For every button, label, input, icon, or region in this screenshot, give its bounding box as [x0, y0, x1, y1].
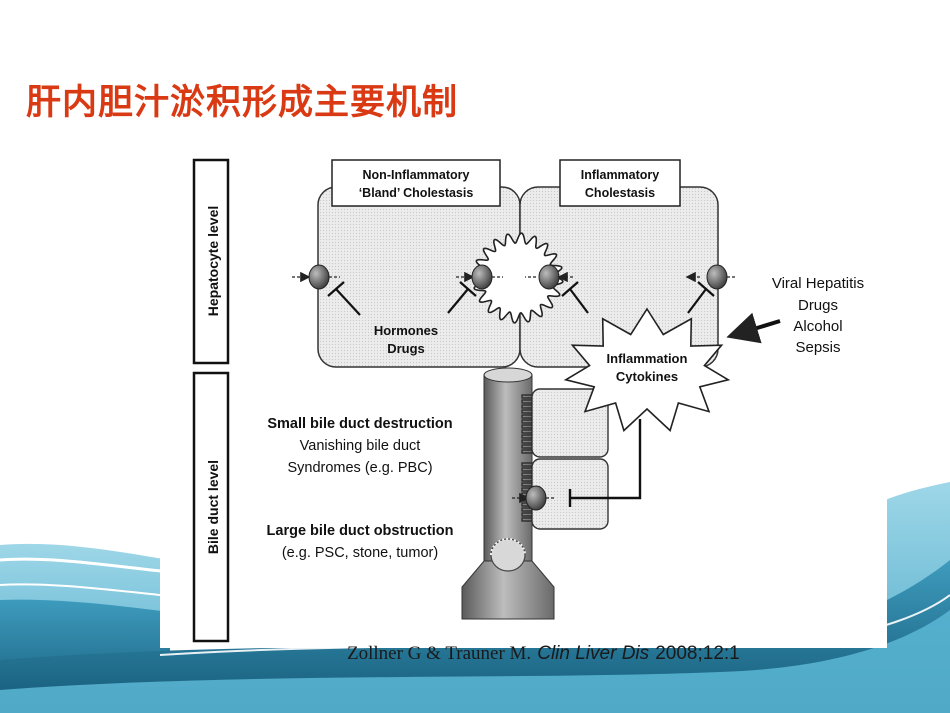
cause-4: Sepsis: [795, 339, 840, 356]
causes-list: Viral Hepatitis Drugs Alcohol Sepsis: [772, 275, 864, 356]
slide-title: 肝内胆汁淤积形成主要机制: [26, 83, 459, 123]
inflammatory-line1: Inflammatory: [581, 168, 660, 182]
non-inflammatory-line2: ‘Bland’ Cholestasis: [359, 186, 474, 200]
transporter-5: [525, 485, 547, 511]
citation: Zollner G & Trauner M. Clin Liver Dis 20…: [347, 642, 740, 665]
cause-1: Viral Hepatitis: [772, 275, 864, 292]
citation-ref: 2008;12:1: [655, 643, 740, 664]
wave-bottom-light: [0, 610, 950, 713]
inflammation-burst: [563, 307, 731, 432]
transporter-4: [706, 264, 728, 290]
diagram-panel: Hepatocyte level Bile duct level Non-Inf…: [160, 157, 887, 648]
citation-authors: Zollner G & Trauner M.: [347, 643, 532, 664]
drugs-label: Drugs: [387, 341, 425, 356]
inflammatory-line2: Cholestasis: [585, 186, 655, 200]
small-duct-line2: Syndromes (e.g. PBC): [287, 460, 432, 476]
small-duct-line1: Vanishing bile duct: [300, 438, 421, 454]
transporter-1: [308, 264, 330, 290]
cause-3: Alcohol: [793, 318, 842, 335]
non-inflammatory-box: Non-Inflammatory ‘Bland’ Cholestasis: [331, 159, 501, 207]
cause-2: Drugs: [798, 297, 838, 314]
small-duct-title: Small bile duct destruction: [267, 416, 452, 432]
cytokines-label: Cytokines: [616, 369, 678, 384]
transporter-2: [471, 264, 493, 290]
inflammatory-box: Inflammatory Cholestasis: [559, 159, 681, 207]
inflammation-label: Inflammation: [607, 351, 688, 366]
inhibition-symbols: [327, 281, 715, 316]
large-duct-line1: (e.g. PSC, stone, tumor): [282, 545, 438, 561]
bile-duct-level-label: Bile duct level: [205, 460, 221, 554]
bile-duct-text: Small bile duct destruction Vanishing bi…: [267, 416, 454, 561]
cholestasis-diagram: Hepatocyte level Bile duct level Non-Inf…: [192, 158, 864, 643]
hormones-label: Hormones: [374, 323, 438, 338]
non-inflammatory-line1: Non-Inflammatory: [363, 168, 470, 182]
transporters: [292, 264, 737, 290]
hepatocyte-level-label: Hepatocyte level: [205, 206, 221, 317]
bile-duct-level-bar: Bile duct level: [192, 371, 230, 643]
hepatocyte-level-bar: Hepatocyte level: [192, 158, 230, 365]
causes-arrow: [726, 312, 781, 344]
citation-journal: Clin Liver Dis: [537, 643, 650, 664]
large-duct-title: Large bile duct obstruction: [267, 523, 454, 539]
transporter-3: [538, 264, 560, 290]
